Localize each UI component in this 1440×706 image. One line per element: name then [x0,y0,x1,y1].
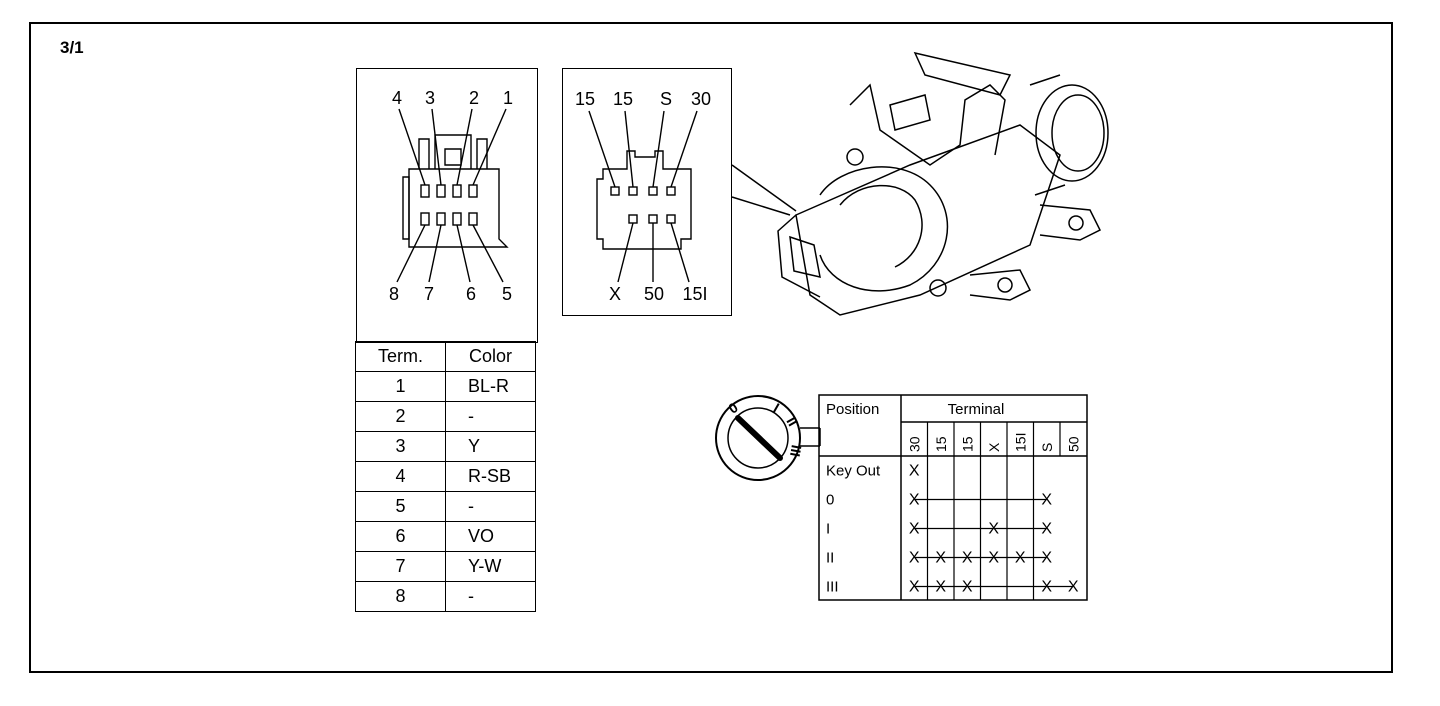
connection-mark: X [1068,579,1079,596]
pin-label-bottom: 5 [502,284,512,304]
term-cell: 1 [355,371,446,402]
terminal-label-top: 15 [613,89,633,109]
color-cell: BL-R [445,371,536,402]
terminal-label-top: 30 [691,89,711,109]
terminal-label-bottom: X [609,284,621,304]
color-cell: - [445,491,536,522]
connection-mark: X [935,579,946,596]
term-cell: 5 [355,491,446,522]
connection-mark: X [988,550,999,567]
column-header-term: Term. [355,341,446,372]
page-label: 3/1 [60,38,84,57]
pin-label-bottom: 8 [389,284,399,304]
terminal-column-label: 15I [1012,433,1028,452]
pin-label-bottom: 6 [466,284,476,304]
pin-label-top: 1 [503,88,513,108]
pin-label-bottom: 7 [424,284,434,304]
term-cell: 8 [355,581,446,612]
table-header-row: Term. Color [355,341,536,372]
table-row: 2- [355,401,536,432]
connection-mark: X [1041,521,1052,538]
terminal-column-label: 50 [1065,436,1081,452]
connection-mark: X [909,521,920,538]
color-cell: Y [445,431,536,462]
connection-mark: X [988,521,999,538]
terminal-label-top: 15 [575,89,595,109]
pin-label-top: 3 [425,88,435,108]
table-row: 5- [355,491,536,522]
color-cell: VO [445,521,536,552]
terminal-column-label: 30 [906,436,922,452]
pin-label-top: 4 [392,88,402,108]
table-grid [818,394,1088,601]
term-cell: 6 [355,521,446,552]
color-cell: R-SB [445,461,536,492]
key-position-dial: 0 I II III [715,395,821,481]
term-cell: 7 [355,551,446,582]
connection-mark: X [962,579,973,596]
term-cell: 3 [355,431,446,462]
connection-mark: X [1015,550,1026,567]
connector-drawing: 4 3 2 1 8 7 6 5 [389,88,513,304]
color-cell: - [445,401,536,432]
terminal-column-label: 15 [959,436,975,452]
connection-mark: X [935,550,946,567]
terminal-column-label: 15 [933,436,949,452]
connection-mark: X [1041,579,1052,596]
column-header-color: Color [445,341,536,372]
terminal-label-bottom: 15I [682,284,707,304]
term-cell: 4 [355,461,446,492]
position-row-label: Key Out [826,463,881,480]
dial-position-label: I [771,400,782,416]
position-row-label: III [826,579,839,596]
connector-pin-view: 4 3 2 1 8 7 6 5 [356,68,538,343]
connection-mark: X [962,550,973,567]
color-cell: Y-W [445,551,536,582]
connection-mark: X [1041,492,1052,509]
position-header: Position [826,401,879,418]
position-row-label: 0 [826,492,834,509]
connection-mark: X [909,550,920,567]
position-row-label: I [826,521,830,538]
color-cell: - [445,581,536,612]
terminal-column-label: S [1039,443,1055,452]
ignition-switch-illustration [731,51,1109,316]
terminal-label-top: S [660,89,672,109]
term-cell: 2 [355,401,446,432]
position-row-label: II [826,550,834,567]
diagram-frame [29,22,1393,673]
pin-label-top: 2 [469,88,479,108]
switch-terminal-view: 15 15 S 30 X 50 15I [562,68,732,316]
connection-mark: X [909,492,920,509]
dial-position-label: III [787,444,805,458]
connection-mark: X [909,579,920,596]
switch-terminal-drawing: 15 15 S 30 X 50 15I [575,89,711,304]
terminal-label-bottom: 50 [644,284,664,304]
connection-mark: X [909,463,920,480]
table-row: 8- [355,581,536,612]
terminal-column-label: X [986,442,1002,452]
connection-mark: X [1041,550,1052,567]
terminal-header: Terminal [948,401,1005,418]
